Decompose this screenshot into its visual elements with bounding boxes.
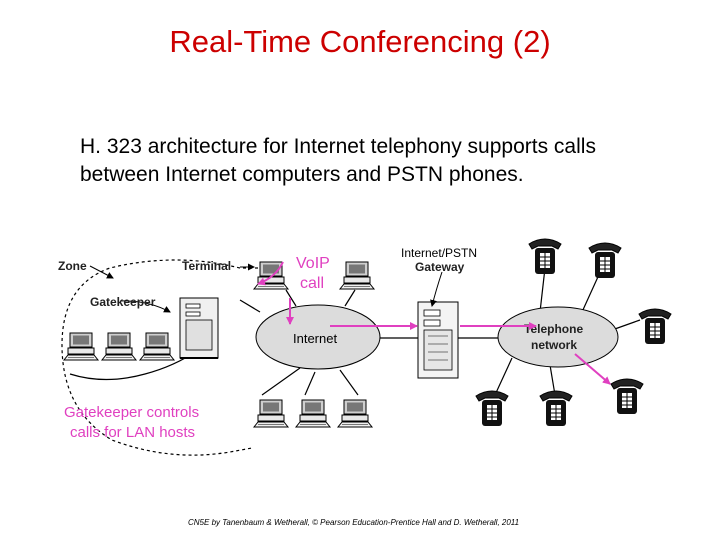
gatekeeper-server	[179, 297, 219, 359]
gatekeeper-annotation-line2: calls for LAN hosts	[70, 424, 195, 441]
phone-lines	[494, 267, 641, 396]
voip-call-label-line1: VoIP	[296, 255, 330, 272]
lan-computer-2	[101, 332, 137, 361]
terminal-computer-2	[339, 261, 375, 290]
bullet-text: H. 323 architecture for Internet telepho…	[80, 133, 680, 189]
slide-title: Real-Time Conferencing (2)	[169, 24, 551, 59]
lan-computer-1	[63, 332, 99, 361]
telephone-network-cloud	[497, 306, 619, 368]
gateway-label-line1: Internet/PSTN	[401, 246, 477, 260]
label-arrows	[89, 263, 443, 313]
terminal-computer-1	[253, 261, 289, 290]
footer-credit: CN5E by Tanenbaum & Wetherall, © Pearson…	[188, 518, 520, 527]
gatekeeper-annotation-line1: Gatekeeper controls	[64, 404, 199, 421]
telephone-network-label-line1: Telephone	[524, 322, 583, 336]
lan-computer-3	[139, 332, 175, 361]
gatekeeper-label: Gatekeeper	[90, 295, 156, 309]
lan-computer-6	[337, 399, 373, 428]
bullet-line-2: between Internet computers and PSTN phon…	[80, 163, 524, 186]
voip-call-path	[257, 261, 611, 385]
lan-computer-4	[253, 399, 289, 428]
telephone-1	[528, 238, 562, 275]
telephone-network-label-line2: network	[531, 338, 577, 352]
voip-call-label-line2: call	[300, 275, 324, 292]
telephone-6	[539, 390, 573, 427]
telephone-2	[588, 242, 622, 279]
gateway-label-line2: Gateway	[415, 260, 465, 274]
zone-boundary	[61, 259, 258, 456]
internet-label: Internet	[293, 331, 337, 346]
telephone-3	[638, 308, 672, 345]
bullet-line-1: H. 323 architecture for Internet telepho…	[80, 135, 596, 158]
terminal-label: Terminal	[182, 259, 231, 273]
telephone-5	[475, 390, 509, 427]
telephone-4	[610, 378, 644, 415]
lan-links	[69, 289, 359, 396]
zone-label: Zone	[58, 259, 87, 273]
gateway-server	[417, 301, 459, 379]
lan-computer-5	[295, 399, 331, 428]
